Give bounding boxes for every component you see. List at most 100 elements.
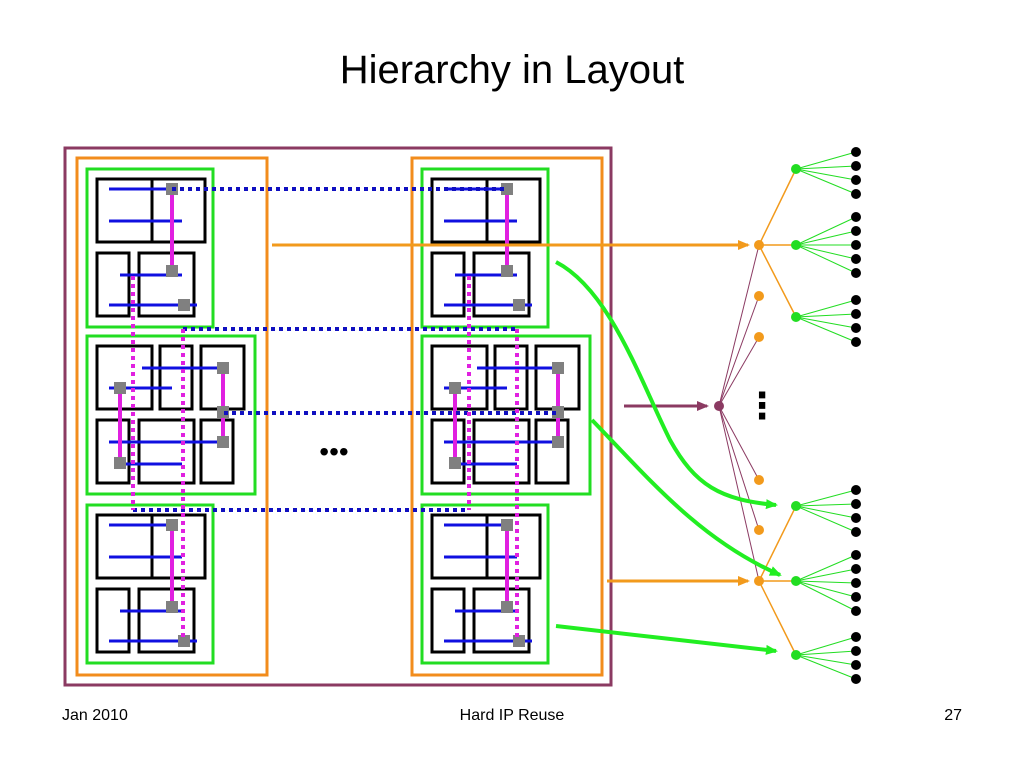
tree-leaf-node	[851, 309, 861, 319]
pin	[178, 635, 190, 647]
cell	[137, 418, 196, 485]
tree-leaf-node	[851, 606, 861, 616]
tree-edge-leaf	[795, 244, 857, 274]
cell	[430, 344, 489, 411]
tree-edge-leaf	[795, 505, 857, 519]
tree-leaf-node	[851, 592, 861, 602]
tree-edge-leaf	[795, 316, 857, 343]
tree-edge-leaf	[795, 554, 857, 582]
cell	[95, 587, 131, 654]
tree-edge-leaf	[795, 654, 857, 680]
tree-leaf-node	[851, 485, 861, 495]
tree-leaf-node	[851, 147, 861, 157]
tree-leaf-node	[851, 337, 861, 347]
block-right-mid	[420, 334, 592, 496]
arrow-green-3	[555, 624, 778, 655]
cell	[534, 418, 570, 485]
cell	[493, 344, 529, 411]
column-right	[410, 156, 604, 677]
tree-edge-leaf	[795, 489, 857, 507]
pin	[501, 601, 513, 613]
cell	[430, 418, 466, 485]
tree-orange-node	[754, 240, 764, 250]
tree-leaf-node	[851, 646, 861, 656]
pin	[501, 265, 513, 277]
tree-green-node	[791, 650, 801, 660]
tree-edge-leaf	[795, 568, 857, 582]
tree-orange-node	[754, 576, 764, 586]
tree-edge-leaf	[795, 230, 857, 246]
pin	[166, 519, 178, 531]
pin	[501, 183, 513, 195]
block-left-top	[85, 167, 215, 329]
tree-leaf-node	[851, 499, 861, 509]
cell	[95, 251, 131, 318]
tree-edge-leaf	[795, 313, 857, 318]
pin	[166, 601, 178, 613]
tree-orange-node	[754, 475, 764, 485]
block-right-bottom	[420, 503, 550, 665]
pin	[501, 519, 513, 531]
dotted-routes	[131, 187, 557, 640]
tree-leaf-node	[851, 175, 861, 185]
tree-green-node	[791, 312, 801, 322]
tree-green-node	[791, 576, 801, 586]
pin	[449, 382, 461, 394]
tree-edge-root	[718, 405, 760, 582]
tree-leaf-node	[851, 674, 861, 684]
tree-leaf-node	[851, 660, 861, 670]
tree-green-node	[791, 240, 801, 250]
tree-green-node	[791, 164, 801, 174]
chip-outline	[63, 146, 613, 687]
tree-edge-leaf	[795, 316, 857, 329]
pin	[114, 382, 126, 394]
tree-leaf-node	[851, 254, 861, 264]
tree-leaf-node	[851, 323, 861, 333]
tree-root-node	[714, 401, 724, 411]
ellipsis-center: •••	[319, 436, 348, 467]
cell	[199, 418, 235, 485]
block-outline	[420, 503, 550, 665]
arrow-green-2	[590, 418, 782, 577]
pin	[178, 299, 190, 311]
pin	[217, 436, 229, 448]
pin	[449, 457, 461, 469]
pin	[552, 436, 564, 448]
tree-edge-leaf	[795, 168, 857, 181]
tree-edge-root	[718, 244, 760, 407]
block-outline	[85, 167, 215, 329]
pin	[217, 362, 229, 374]
block-left-mid	[85, 334, 257, 496]
footer-topic: Hard IP Reuse	[459, 707, 565, 724]
tree-leaf-node	[851, 226, 861, 236]
hierarchy-tree	[714, 147, 861, 684]
tree-leaf-node	[851, 295, 861, 305]
tree-orange-node	[754, 332, 764, 342]
tree-leaf-node	[851, 632, 861, 642]
tree-edge-leaf	[795, 244, 857, 260]
tree-edge-leaf	[795, 650, 857, 656]
ellipsis-tree: ⋮	[744, 386, 780, 427]
cell	[95, 344, 154, 411]
tree-leaf-node	[851, 240, 861, 250]
tree-edge-leaf	[795, 580, 857, 612]
tree-edge-leaf	[795, 168, 857, 195]
arrow-green-1	[555, 260, 778, 510]
tree-edge-leaf	[795, 580, 857, 584]
footer-date: Jan 2010	[62, 707, 128, 724]
block-outline	[420, 167, 550, 329]
tree-leaf-node	[851, 578, 861, 588]
tree-edge-root	[718, 295, 760, 407]
tree-leaf-node	[851, 161, 861, 171]
tree-orange-node	[754, 291, 764, 301]
block-outline	[85, 334, 257, 496]
tree-leaf-node	[851, 550, 861, 560]
tree-edge-leaf	[795, 636, 857, 656]
pin	[513, 635, 525, 647]
footer-page-number: 27	[944, 707, 962, 724]
tree-leaf-node	[851, 564, 861, 574]
tree-edge-root	[718, 336, 760, 407]
block-outline	[420, 334, 592, 496]
block-outline	[85, 503, 215, 665]
pin	[166, 265, 178, 277]
